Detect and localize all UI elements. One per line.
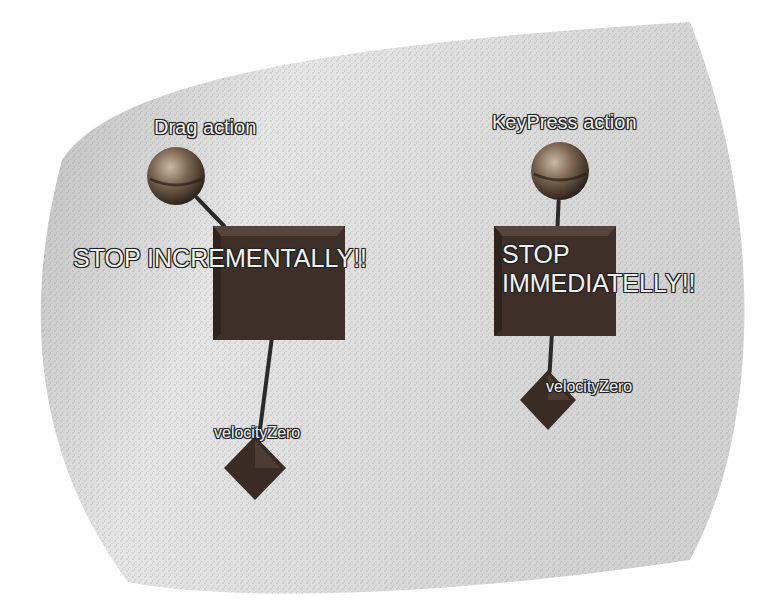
process-cube: STOP IMMEDIATELLY!! — [494, 226, 616, 336]
node-title: STOP IMMEDIATELLY!! — [502, 240, 762, 298]
node-label: velocityZero — [546, 378, 632, 396]
process-cube: STOP INCREMENTALLY!! — [213, 226, 345, 340]
node-label: velocityZero — [214, 424, 300, 442]
diamond-outline — [224, 436, 286, 500]
connector-line — [197, 198, 224, 226]
decision-diamond: velocityZero — [224, 436, 286, 500]
action-sphere: KeyPress action — [530, 141, 590, 201]
node-title: STOP INCREMENTALLY!! — [73, 244, 373, 273]
sphere-outline — [146, 146, 206, 206]
sphere-outline — [530, 141, 590, 201]
connector-line — [558, 201, 559, 226]
action-sphere: Drag action — [146, 146, 206, 206]
decision-diamond: velocityZero — [520, 370, 576, 430]
node-label: Drag action — [154, 116, 256, 139]
connector-line — [550, 336, 552, 372]
node-label: KeyPress action — [492, 111, 637, 134]
cube-outline — [213, 226, 345, 340]
